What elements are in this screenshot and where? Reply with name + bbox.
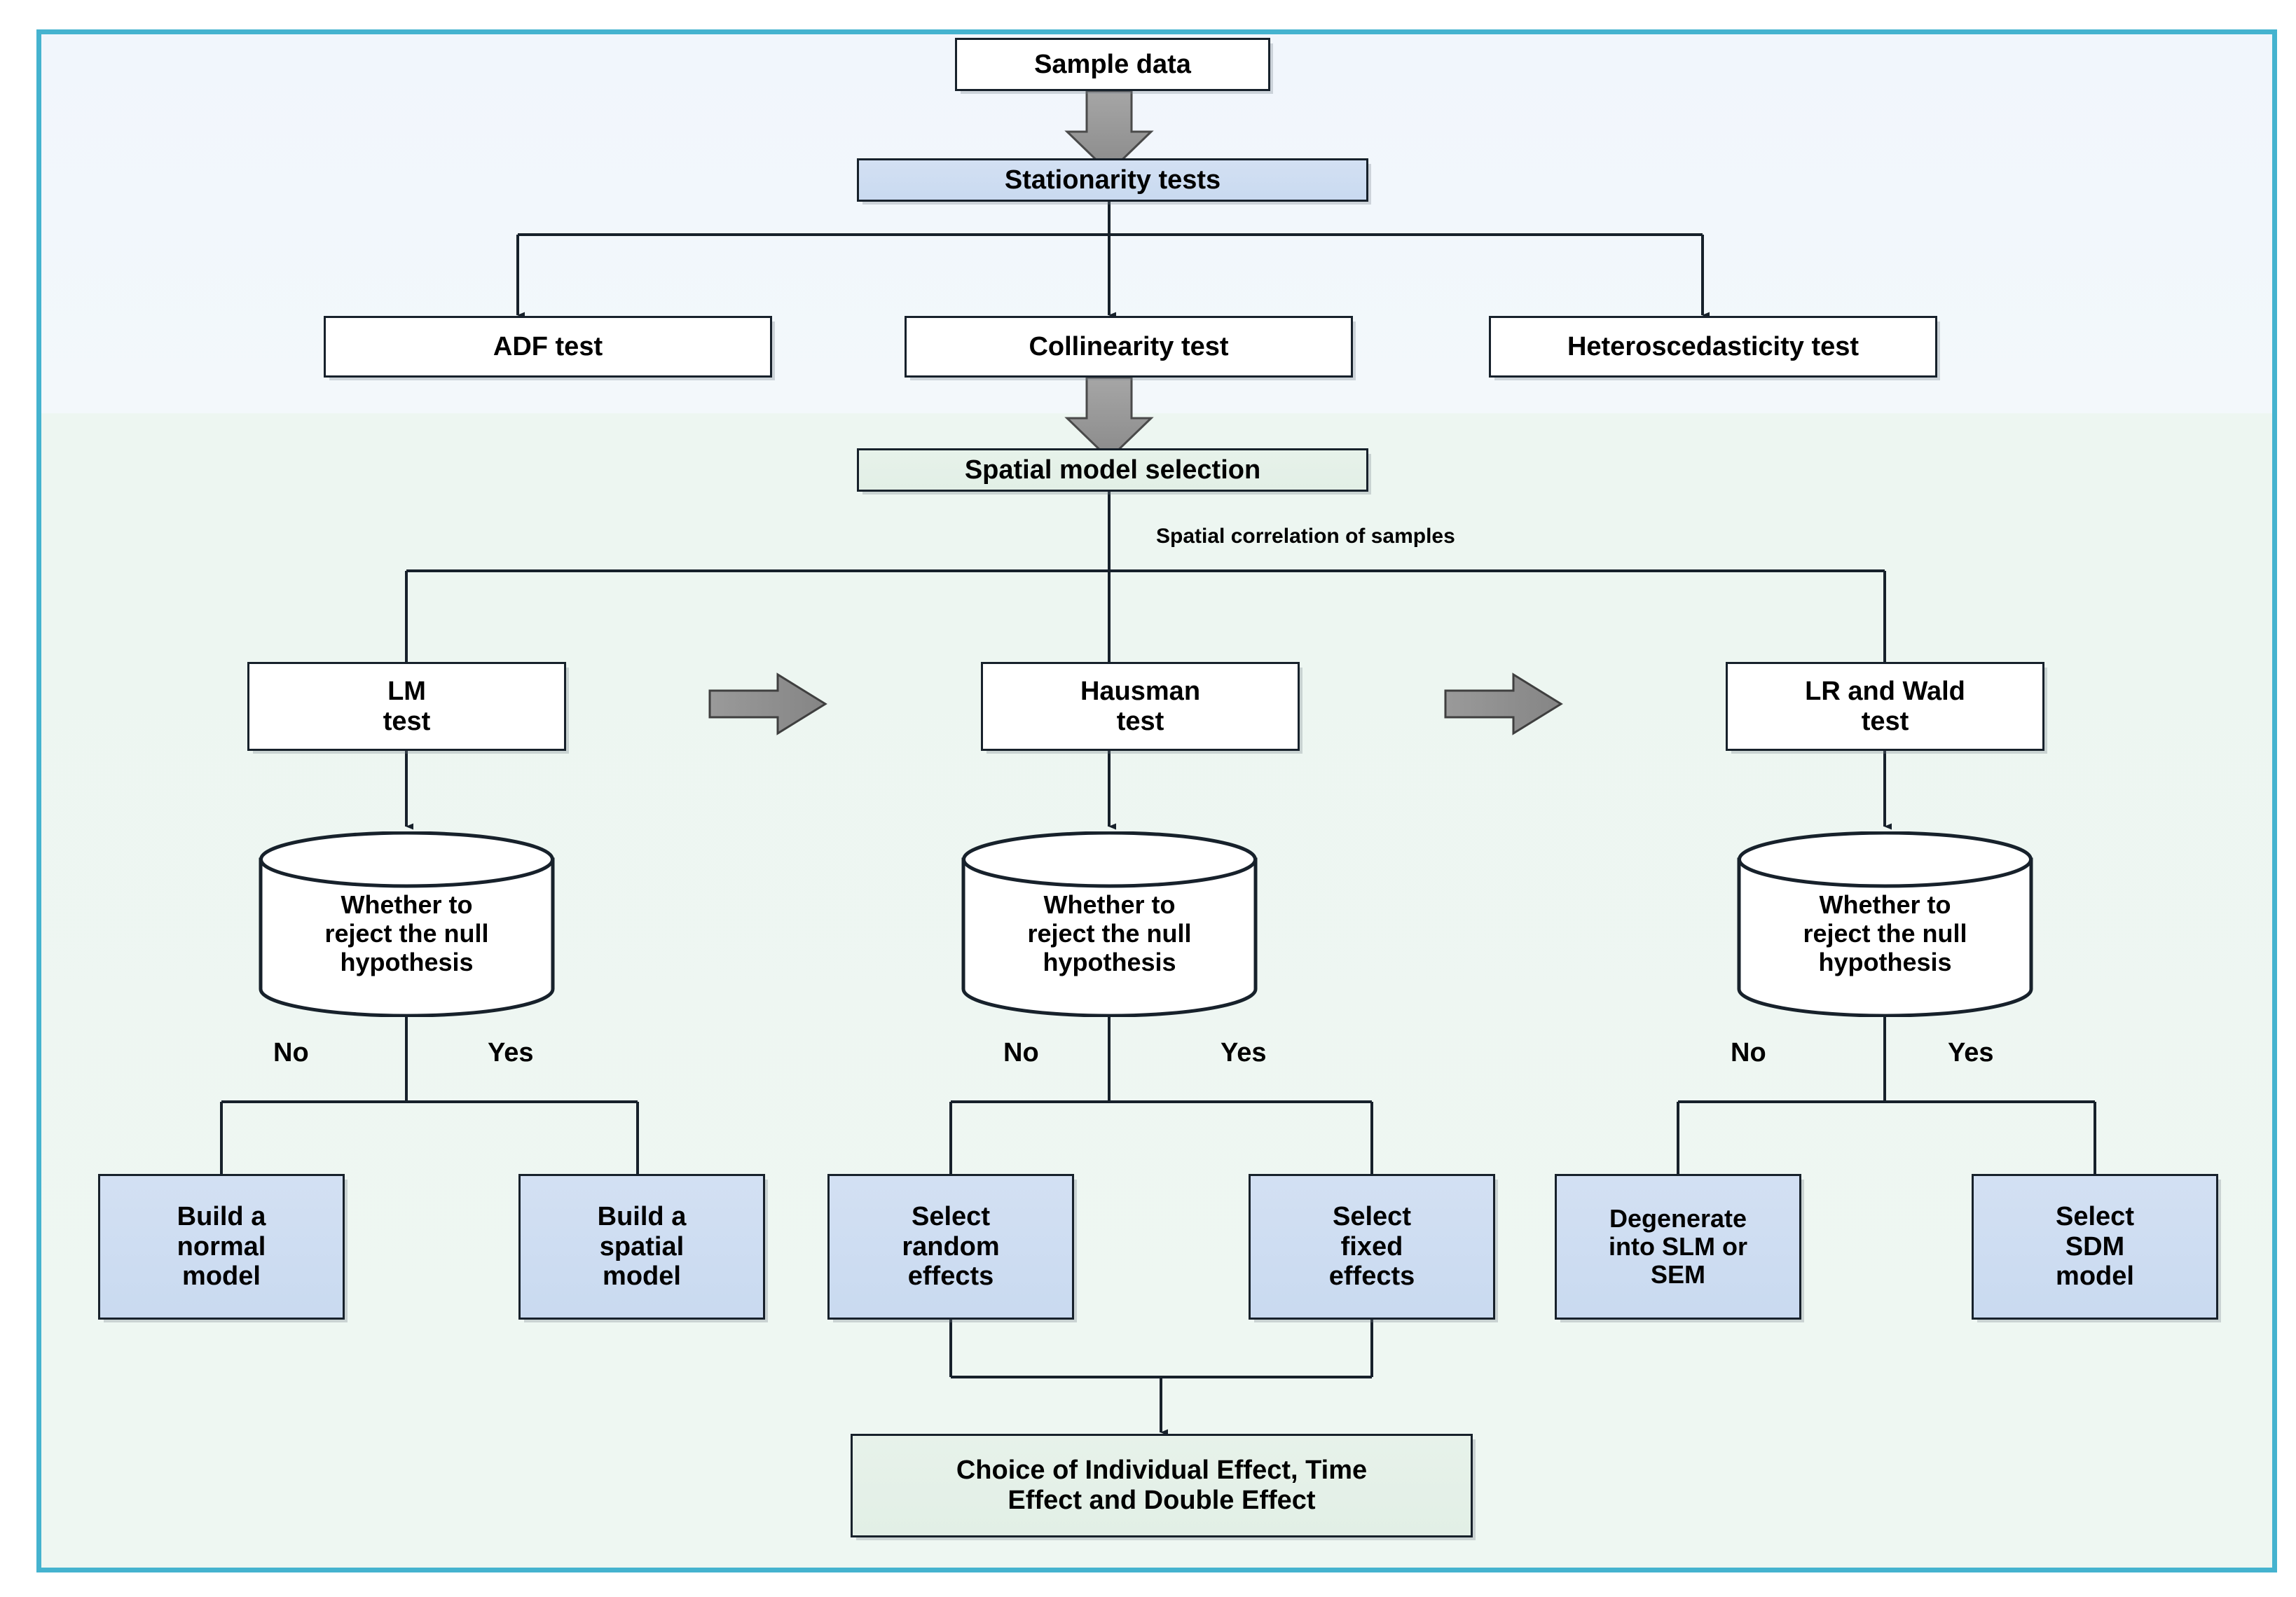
edge-label-left-yes: Yes	[488, 1038, 534, 1067]
node-heteroscedasticity-test[interactable]: Heteroscedasticity test	[1489, 316, 1937, 378]
node-adf-test-label: ADF test	[493, 331, 603, 361]
edge-label-spatial-correlation: Spatial correlation of samples	[1156, 525, 1455, 548]
node-hausman-test-label-2: test	[1116, 706, 1164, 736]
node-select-random-effects[interactable]: Select random effects	[827, 1174, 1074, 1320]
node-hausman-test-label-1: Hausman	[1080, 676, 1201, 706]
node-select-fixed-effects[interactable]: Select fixed effects	[1249, 1174, 1495, 1320]
node-sample-data-label: Sample data	[1034, 49, 1191, 79]
edge-label-mid-no: No	[1003, 1038, 1039, 1067]
cylinder-shape-icon	[259, 831, 555, 1017]
block-arrow-down-icon-1	[1064, 90, 1154, 174]
node-lm-test-label-1: LM	[387, 676, 426, 706]
edge-label-mid-yes: Yes	[1221, 1038, 1267, 1067]
node-sample-data[interactable]: Sample data	[955, 38, 1270, 91]
node-choice-of-effects[interactable]: Choice of Individual Effect, Time Effect…	[851, 1434, 1473, 1537]
node-degenerate-slm-sem[interactable]: Degenerate into SLM or SEM	[1555, 1174, 1801, 1320]
node-adf-test[interactable]: ADF test	[324, 316, 772, 378]
decision-right-whether-reject-null[interactable]: Whether to reject the null hypothesis	[1736, 831, 2034, 1017]
block-arrow-right-icon-1	[708, 672, 827, 735]
cylinder-shape-icon	[1737, 831, 2033, 1017]
decision-right-text: Whether to reject the null hypothesis	[1803, 890, 1967, 977]
decision-left-whether-reject-null[interactable]: Whether to reject the null hypothesis	[258, 831, 556, 1017]
node-hausman-test[interactable]: Hausman test	[981, 662, 1300, 751]
node-lm-test[interactable]: LM test	[247, 662, 566, 751]
node-collinearity-test[interactable]: Collinearity test	[905, 316, 1353, 378]
node-lm-test-label-2: test	[383, 706, 431, 736]
decision-mid-whether-reject-null[interactable]: Whether to reject the null hypothesis	[961, 831, 1258, 1017]
node-heteroscedasticity-test-label: Heteroscedasticity test	[1567, 331, 1860, 361]
node-lr-wald-test[interactable]: LR and Wald test	[1726, 662, 2044, 751]
block-arrow-down-icon-2	[1064, 376, 1154, 461]
node-lr-wald-test-label-1: LR and Wald	[1805, 676, 1965, 706]
edge-label-right-no: No	[1731, 1038, 1766, 1067]
cylinder-shape-icon	[961, 831, 1258, 1017]
node-build-normal-model[interactable]: Build a normal model	[98, 1174, 345, 1320]
node-spatial-model-selection-label: Spatial model selection	[964, 455, 1261, 485]
block-arrow-right-icon-2	[1444, 672, 1563, 735]
node-lr-wald-test-label-2: test	[1861, 706, 1909, 736]
node-spatial-model-selection[interactable]: Spatial model selection	[857, 448, 1368, 492]
node-collinearity-test-label: Collinearity test	[1029, 331, 1229, 361]
edge-label-left-no: No	[273, 1038, 309, 1067]
edge-label-right-yes: Yes	[1948, 1038, 1994, 1067]
node-build-spatial-model[interactable]: Build a spatial model	[518, 1174, 765, 1320]
decision-left-text: Whether to reject the null hypothesis	[324, 890, 489, 977]
node-select-sdm-model[interactable]: Select SDM model	[1972, 1174, 2218, 1320]
decision-mid-text: Whether to reject the null hypothesis	[1027, 890, 1192, 977]
node-stationarity-tests-label: Stationarity tests	[1004, 165, 1221, 195]
node-stationarity-tests[interactable]: Stationarity tests	[857, 158, 1368, 202]
